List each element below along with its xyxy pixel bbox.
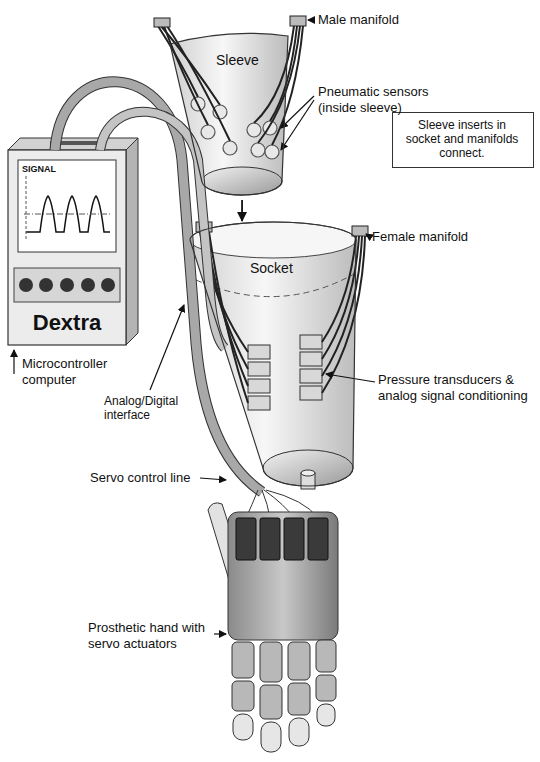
note-box: Sleeve inserts in socket and manifolds c… (392, 112, 534, 168)
callout-label: Female manifold (372, 229, 468, 245)
prosthetic-hand (208, 490, 338, 752)
node-text: Dextra (8, 310, 126, 335)
socket-body (190, 222, 356, 489)
callout-label: Male manifold (318, 12, 399, 28)
callout-label: Prosthetic hand with servo actuators (88, 620, 214, 651)
callout-label: Analog/Digital interface (104, 394, 194, 423)
node-outline (188, 218, 360, 490)
microcontroller-box (8, 138, 138, 345)
node-text: SIGNAL (22, 164, 56, 174)
connector-arrow (242, 200, 243, 221)
callout-label: Pneumatic sensors (inside sleeve) (318, 84, 448, 115)
callout-label: Servo control line (90, 470, 190, 486)
pneumatic-sensors (191, 97, 279, 159)
node-text: Sleeve (216, 52, 259, 68)
node-text: Socket (250, 260, 293, 276)
node-text: Sleeve inserts in socket and manifolds c… (399, 119, 525, 160)
socket-cone: Socket (188, 218, 360, 490)
servo-control-ribbon (55, 82, 262, 492)
callout-label: Microcontroller computer (22, 356, 122, 387)
female-manifold (196, 222, 368, 236)
sleeve-cone: Sleeve (168, 30, 290, 200)
male-manifold (154, 16, 306, 27)
transducer-tubes (200, 232, 365, 403)
callout-label: Pressure transducers & analog signal con… (378, 372, 528, 403)
microcontroller-computer: SIGNAL Dextra (8, 150, 126, 345)
pressure-transducers (248, 335, 322, 410)
leader-line (366, 234, 369, 236)
